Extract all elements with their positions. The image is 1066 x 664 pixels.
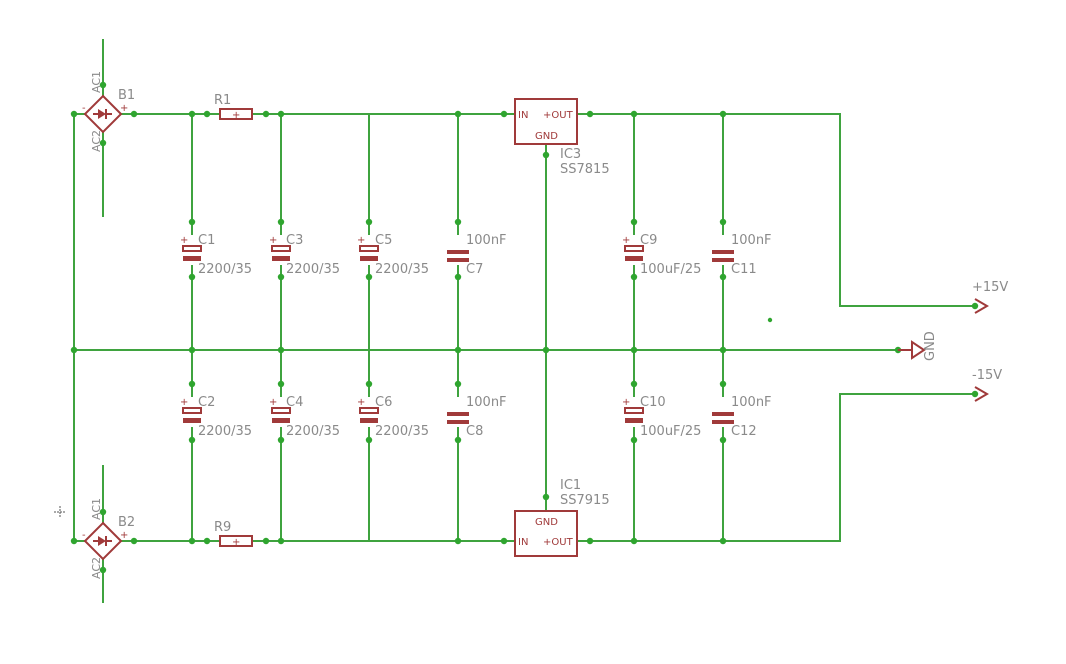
supply-negative-label: -15V	[972, 368, 1002, 383]
capacitor-c5-value: 2200/35	[375, 262, 429, 277]
capacitor-c5[interactable]: + C5 2200/35	[357, 233, 429, 277]
resistor-r1-label: R1	[214, 93, 231, 108]
regulator-ic1-gnd: GND	[535, 517, 558, 528]
capacitor-c2-value: 2200/35	[198, 424, 252, 439]
capacitor-c9-value: 100uF/25	[640, 262, 701, 277]
resistor-r1-polarity: +	[232, 110, 240, 121]
bridge-b2-ac2: AC2	[90, 557, 103, 579]
junction-dots	[70, 81, 979, 574]
capacitor-c11-name: C11	[731, 262, 757, 277]
bridge-b2-plus: +	[120, 530, 128, 541]
capacitor-c9[interactable]: + C9 100uF/25	[622, 233, 701, 277]
bridge-b2-label: B2	[118, 515, 135, 530]
bridge-b1-plus: +	[120, 103, 128, 114]
resistor-r9-polarity: +	[232, 537, 240, 548]
capacitor-c9-polarity: +	[622, 235, 630, 246]
capacitor-c4[interactable]: + C4 2200/35	[269, 395, 340, 439]
capacitor-c8-name: C8	[466, 424, 483, 439]
regulator-ic3-in: IN	[518, 110, 528, 121]
capacitor-c9-name: C9	[640, 233, 657, 248]
capacitor-c10-value: 100uF/25	[640, 424, 701, 439]
bridge-b2-minus: -	[82, 530, 86, 541]
bridge-b2-ac1: AC1	[90, 498, 103, 520]
capacitor-c11-value: 100nF	[731, 233, 772, 248]
capacitor-c1[interactable]: + C1 2200/35	[180, 233, 252, 277]
capacitor-c1-polarity: +	[180, 235, 188, 246]
capacitor-c11[interactable]: 100nF C11	[712, 233, 772, 277]
supply-positive[interactable]: +15V	[972, 280, 1008, 314]
capacitor-c2-polarity: +	[180, 397, 188, 408]
capacitor-c3[interactable]: + C3 2200/35	[269, 233, 340, 277]
capacitor-c3-value: 2200/35	[286, 262, 340, 277]
ground-label: GND	[923, 331, 938, 361]
wires	[73, 39, 976, 603]
capacitor-c6-name: C6	[375, 395, 392, 410]
capacitor-c2[interactable]: + C2 2200/35	[180, 395, 252, 439]
capacitor-c3-polarity: +	[269, 235, 277, 246]
bridge-b1[interactable]: B1 + - AC1 AC2	[82, 71, 135, 152]
regulator-ic3-gnd: GND	[535, 131, 558, 142]
capacitor-c7-name: C7	[466, 262, 483, 277]
capacitor-c7-value: 100nF	[466, 233, 507, 248]
bridge-b1-ac1: AC1	[90, 71, 103, 93]
bridge-b1-ac2: AC2	[90, 130, 103, 152]
origin-marker-icon	[54, 506, 66, 518]
capacitor-c2-name: C2	[198, 395, 215, 410]
capacitor-c5-name: C5	[375, 233, 392, 248]
capacitor-c4-name: C4	[286, 395, 303, 410]
capacitor-c6-value: 2200/35	[375, 424, 429, 439]
capacitor-c4-polarity: +	[269, 397, 277, 408]
bridge-b1-label: B1	[118, 88, 135, 103]
resistor-r9[interactable]: + R9	[214, 520, 253, 548]
regulator-ic3[interactable]: IN +OUT GND IC3 SS7815	[514, 98, 610, 177]
regulator-ic3-name: IC3	[560, 147, 581, 162]
capacitor-c3-name: C3	[286, 233, 303, 248]
regulator-ic1[interactable]: GND IN +OUT IC1 SS7915	[514, 478, 610, 557]
supply-positive-label: +15V	[972, 280, 1008, 295]
capacitor-c6[interactable]: + C6 2200/35	[357, 395, 429, 439]
capacitor-c6-polarity: +	[357, 397, 365, 408]
capacitor-c12-value: 100nF	[731, 395, 772, 410]
bridge-b2[interactable]: B2 + - AC1 AC2	[82, 498, 135, 579]
capacitor-c8[interactable]: 100nF C8	[447, 395, 507, 439]
regulator-ic1-name: IC1	[560, 478, 581, 493]
regulator-ic3-part: SS7815	[560, 162, 610, 177]
capacitor-c7[interactable]: 100nF C7	[447, 233, 507, 277]
regulator-ic3-out: +OUT	[543, 110, 574, 121]
ground-symbol[interactable]: GND	[898, 331, 938, 361]
regulator-ic1-out: +OUT	[543, 537, 574, 548]
capacitor-c10[interactable]: + C10 100uF/25	[622, 395, 701, 439]
resistor-r9-label: R9	[214, 520, 231, 535]
capacitor-c1-name: C1	[198, 233, 215, 248]
capacitor-c10-name: C10	[640, 395, 666, 410]
resistor-r1[interactable]: + R1	[214, 93, 253, 121]
capacitor-c1-value: 2200/35	[198, 262, 252, 277]
capacitor-c12[interactable]: 100nF C12	[712, 395, 772, 439]
regulator-ic1-part: SS7915	[560, 493, 610, 508]
supply-negative[interactable]: -15V	[972, 368, 1002, 402]
capacitor-c10-polarity: +	[622, 397, 630, 408]
capacitor-c5-polarity: +	[357, 235, 365, 246]
capacitor-c8-value: 100nF	[466, 395, 507, 410]
capacitor-c4-value: 2200/35	[286, 424, 340, 439]
regulator-ic1-in: IN	[518, 537, 528, 548]
bridge-b1-minus: -	[82, 103, 86, 114]
capacitor-c12-name: C12	[731, 424, 757, 439]
